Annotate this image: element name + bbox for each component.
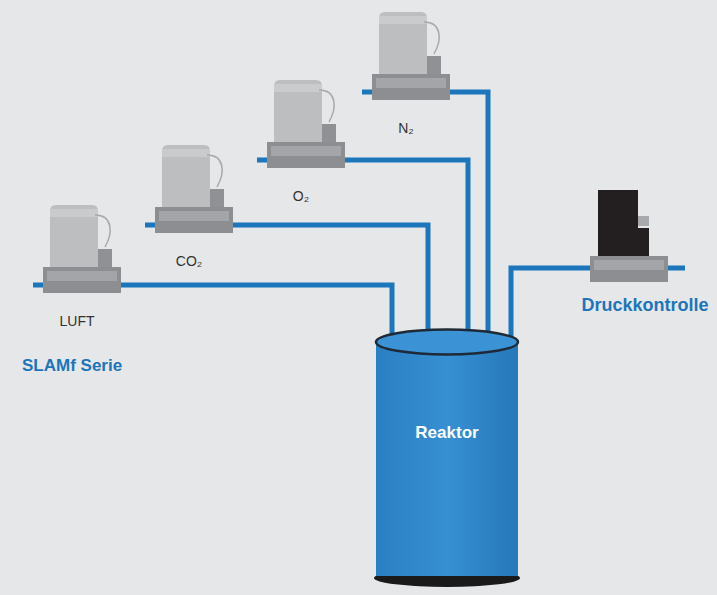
mfc-connector xyxy=(210,189,224,207)
mass-flow-controller: LUFT xyxy=(33,205,121,329)
gas-pipe xyxy=(511,268,580,344)
pc-base-band xyxy=(594,260,664,270)
mfc-cap xyxy=(274,84,322,92)
mfc-cable xyxy=(207,155,222,187)
mfc-figure xyxy=(257,80,345,170)
mfc-cap xyxy=(379,16,427,24)
mass-flow-controller: CO₂ xyxy=(145,145,233,269)
reactor-top xyxy=(376,330,518,355)
mfc-cable xyxy=(319,90,334,122)
mfc-cable xyxy=(95,215,110,247)
mfc-base xyxy=(267,142,345,168)
mfc-base-band xyxy=(47,271,117,281)
mfc-body xyxy=(50,205,98,267)
gas-pipe xyxy=(345,160,468,344)
pc-base xyxy=(590,256,668,282)
mfc-base xyxy=(372,74,450,100)
mfc-base xyxy=(155,207,233,233)
pc-body xyxy=(598,190,638,258)
outlet-pipe xyxy=(666,266,685,271)
gas-label: N₂ xyxy=(362,12,450,136)
gas-pipe xyxy=(450,92,488,344)
mfc-body xyxy=(274,80,322,142)
device-label: Druckkontrolle xyxy=(580,190,710,316)
mfc-cap xyxy=(50,209,98,217)
mfc-base-band xyxy=(376,78,446,88)
mass-flow-controller: O₂ xyxy=(257,80,345,204)
reactor-figure xyxy=(375,328,519,590)
mfc-connector xyxy=(427,56,441,74)
reactor-vessel: Reaktor xyxy=(375,328,519,590)
vessel-label: Reaktor xyxy=(375,328,519,443)
pc-figure xyxy=(580,190,710,282)
mfc-figure xyxy=(33,205,121,295)
mfc-base xyxy=(43,267,121,293)
mfc-cap xyxy=(162,149,210,157)
gas-label: LUFT xyxy=(33,205,121,329)
mfc-base-band xyxy=(271,146,341,156)
gas-label: O₂ xyxy=(257,80,345,204)
mfc-cable xyxy=(424,22,439,54)
mfc-base-band xyxy=(159,211,229,221)
gas-label: CO₂ xyxy=(145,145,233,269)
pc-side xyxy=(638,228,649,258)
mfc-connector xyxy=(322,124,336,142)
mfc-body xyxy=(162,145,210,207)
gas-pipe xyxy=(121,285,392,344)
mfc-connector xyxy=(98,249,112,267)
series-label: SLAMf Serie xyxy=(22,356,122,376)
mfc-body xyxy=(379,12,427,74)
gas-pipe xyxy=(233,225,428,344)
mfc-figure xyxy=(145,145,233,235)
reactor-body xyxy=(376,342,518,576)
mfc-figure xyxy=(362,12,450,102)
pressure-controller: Druckkontrolle xyxy=(580,190,710,316)
mass-flow-controller: N₂ xyxy=(362,12,450,136)
pc-cap xyxy=(638,216,649,226)
